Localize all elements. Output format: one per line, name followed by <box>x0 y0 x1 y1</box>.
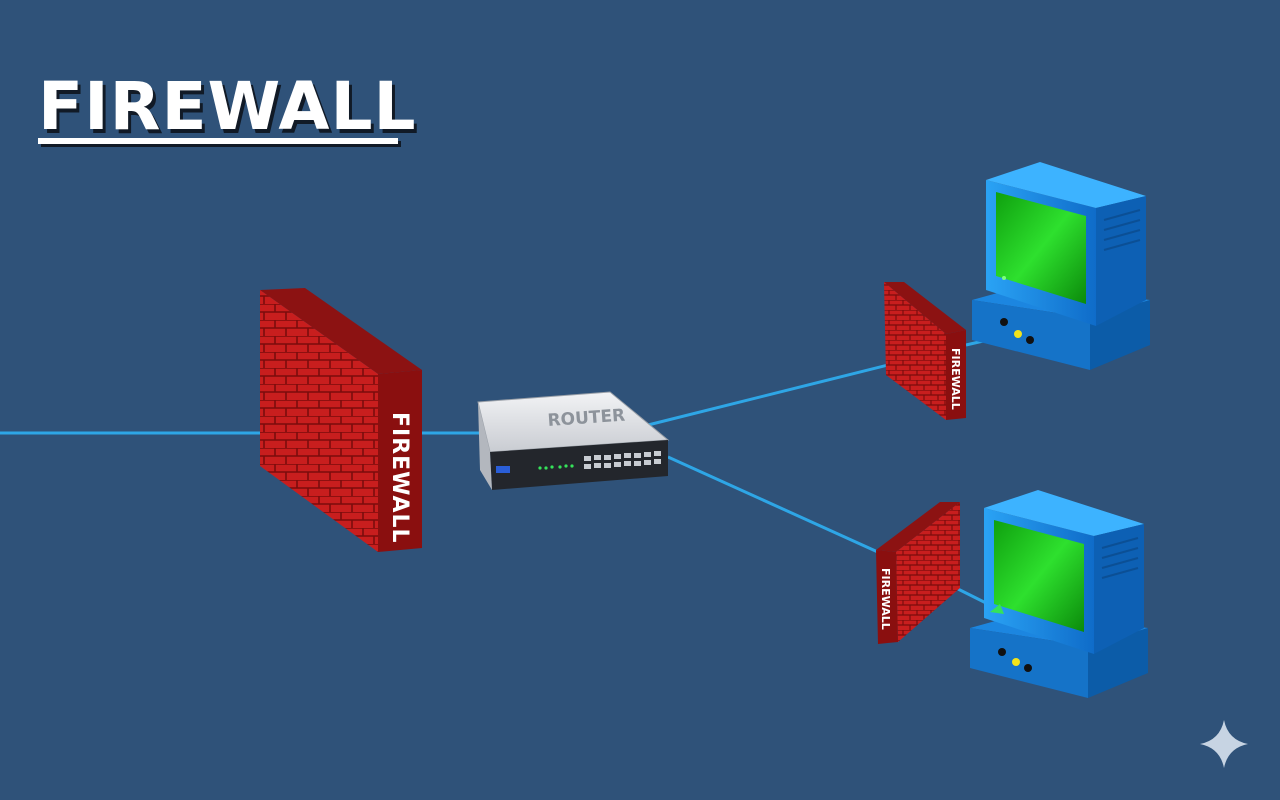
sparkle-icon <box>1200 720 1248 768</box>
branch-firewall-bottom-label: FIREWALL <box>879 568 892 630</box>
computer-bottom[interactable] <box>970 490 1148 698</box>
title-underline <box>38 138 398 144</box>
main-firewall-label: FIREWALL <box>387 412 412 544</box>
link-router-branch-top <box>647 356 917 427</box>
router-ports <box>584 451 661 469</box>
branch-firewall-bottom: FIREWALL <box>876 502 960 644</box>
router-brand-badge <box>496 466 510 473</box>
main-firewall: FIREWALL <box>260 288 422 552</box>
computer-top[interactable] <box>972 162 1150 370</box>
link-router-branch-bottom <box>667 455 881 555</box>
router[interactable]: ROUTER <box>477 391 670 490</box>
monitor-top-screen <box>996 192 1086 304</box>
router-status-leds <box>538 464 574 470</box>
monitor-bottom-screen <box>994 520 1084 632</box>
branch-firewall-top-label: FIREWALL <box>949 348 962 410</box>
branch-firewall-top: FIREWALL <box>884 282 966 420</box>
page-title: FIREWALL <box>38 68 417 145</box>
